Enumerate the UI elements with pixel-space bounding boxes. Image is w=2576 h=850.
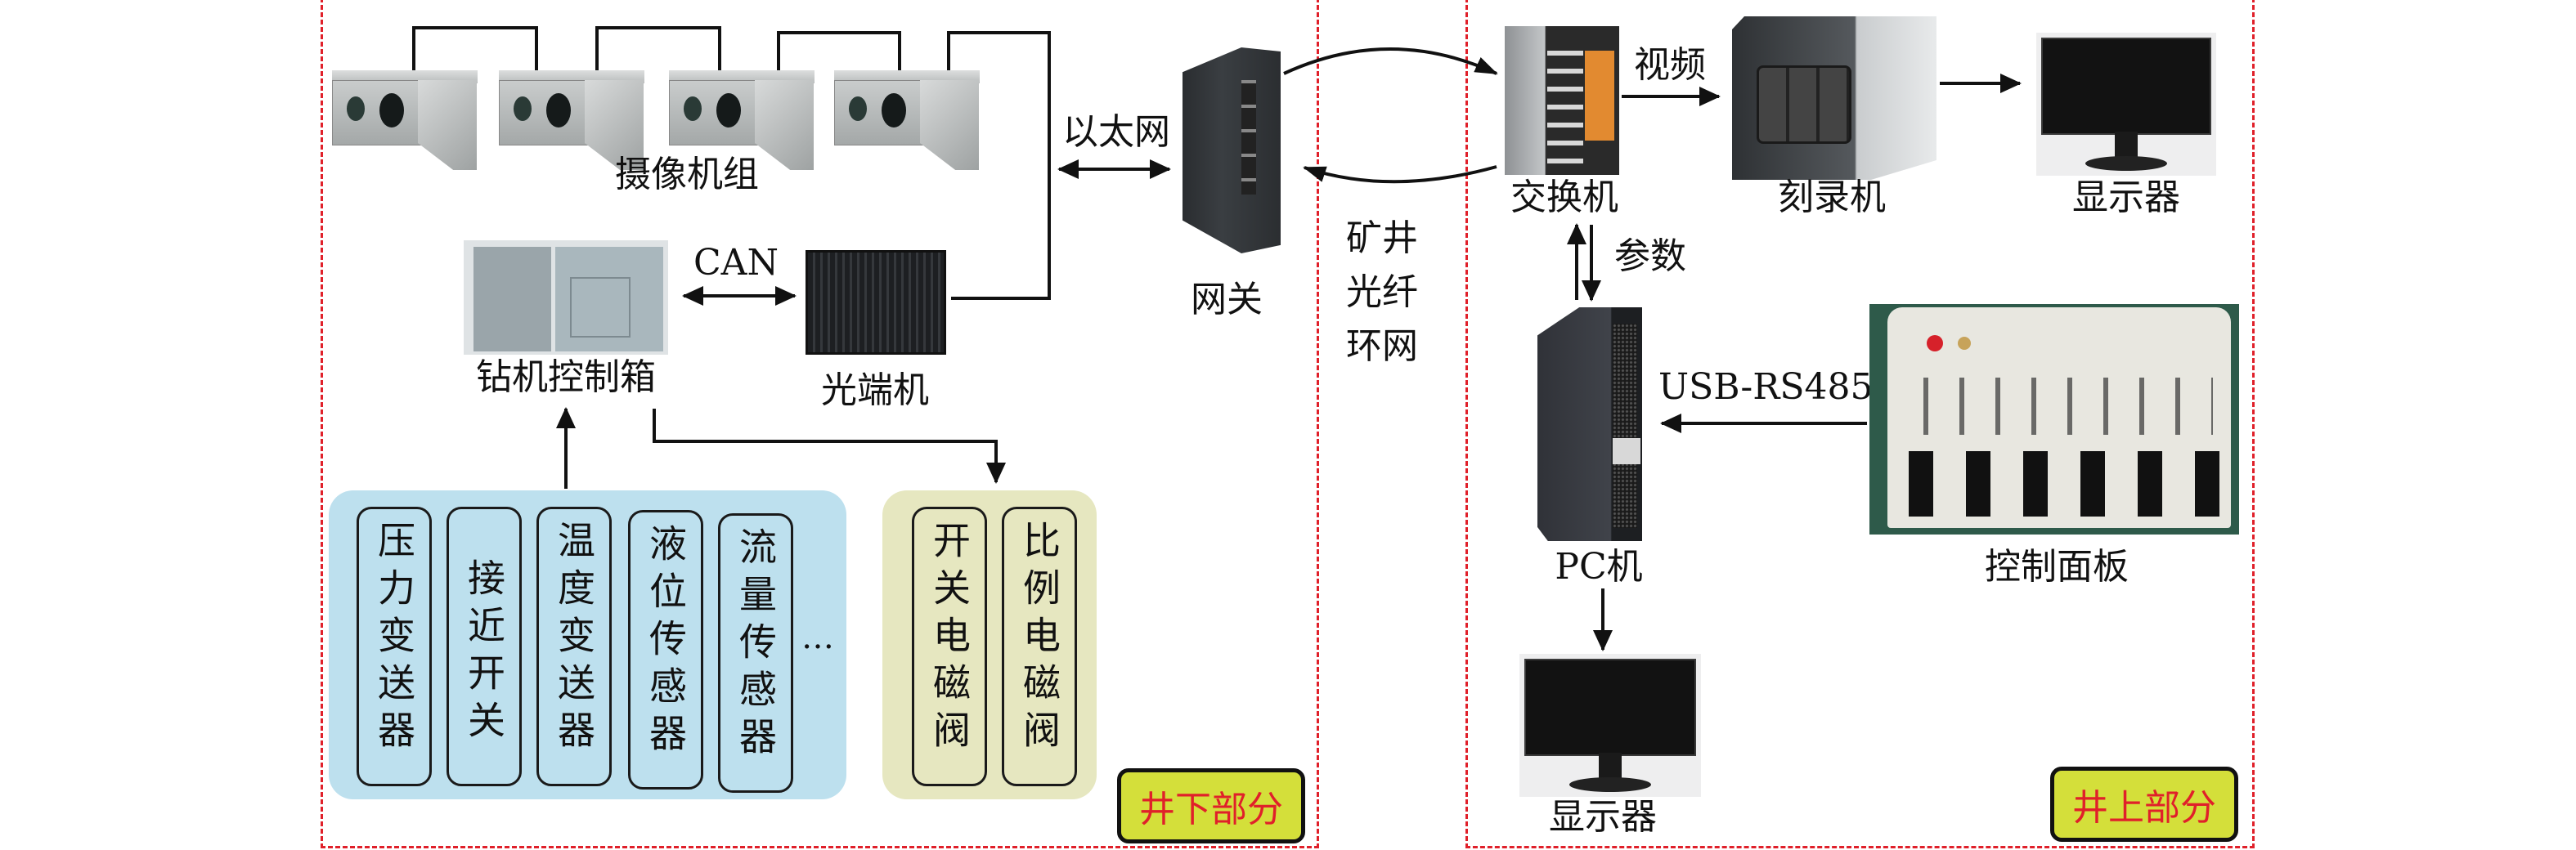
recorder-device: [1732, 16, 1936, 180]
valve-group: [882, 490, 1097, 799]
sensor-level: 液位传感器: [628, 510, 703, 790]
gateway-ports: [1241, 80, 1256, 195]
fiber-ring-label-line-1: 矿井: [1346, 217, 1418, 259]
surface-region: [1465, 0, 2255, 848]
params-label: 参数: [1614, 235, 1686, 277]
sensor-temperature-transmitter: 温度变送器: [536, 507, 612, 786]
camera-to-gateway-line: [947, 31, 1051, 300]
recorder-label: 刻录机: [1778, 177, 1886, 218]
valve-label: 开关电磁阀: [927, 521, 972, 758]
optical-terminal-device: [806, 250, 946, 355]
optical-terminal-label: 光端机: [821, 369, 929, 411]
pc-device: [1537, 307, 1642, 541]
fiber-ring-label-line-2: 光纤: [1346, 271, 1418, 313]
gateway-device: [1183, 47, 1281, 253]
valve-proportional-solenoid: 比例电磁阀: [1002, 507, 1077, 786]
camera-group-label: 摄像机组: [615, 154, 759, 195]
sensor-proximity-switch: 接近开关: [447, 507, 522, 786]
pc-label: PC机: [1555, 546, 1643, 588]
sensor-label: 压力变送器: [372, 521, 416, 758]
valve-label: 比例电磁阀: [1017, 521, 1061, 758]
monitor-top-label: 显示器: [2072, 177, 2180, 218]
ethernet-label: 以太网: [1062, 111, 1170, 153]
drill-to-valves-arrow: [653, 409, 1006, 484]
monitor-top-device: [2036, 33, 2216, 176]
sensor-pressure-transmitter: 压力变送器: [357, 507, 432, 786]
drill-control-box-device: [464, 240, 668, 355]
sensor-group: [329, 490, 846, 799]
sensor-label: 温度变送器: [552, 521, 596, 758]
underground-tag: 井下部分: [1117, 768, 1305, 843]
camera-link-2: [595, 26, 721, 80]
can-label: CAN: [693, 242, 779, 284]
control-panel-label: 控制面板: [1985, 546, 2129, 588]
camera-3: [669, 65, 816, 172]
switch-device: [1505, 26, 1619, 175]
valve-switch-solenoid: 开关电磁阀: [912, 507, 987, 786]
fiber-arc-bottom: [1303, 165, 1497, 184]
underground-region: [321, 0, 1319, 848]
recorder-bays: [1757, 65, 1851, 144]
fiber-arc-top: [1283, 47, 1498, 75]
sensor-label: 接近开关: [462, 558, 506, 748]
drill-control-box-label: 钻机控制箱: [476, 356, 656, 398]
camera-4: [834, 65, 981, 172]
camera-2: [499, 65, 646, 172]
sensors-ellipsis: …: [801, 619, 834, 656]
sensor-label: 流量传感器: [734, 527, 778, 764]
camera-link-1: [412, 26, 538, 80]
camera-link-3: [777, 31, 901, 80]
surface-tag: 井上部分: [2050, 767, 2238, 842]
switch-label: 交换机: [1510, 177, 1618, 218]
video-label: 视频: [1634, 44, 1706, 86]
gateway-label: 网关: [1191, 279, 1263, 320]
monitor-bottom-device: [1519, 654, 1701, 797]
control-panel-device: [1869, 304, 2239, 535]
sensor-flow: 流量传感器: [718, 513, 793, 793]
camera-1: [332, 65, 479, 172]
usb-rs485-label: USB-RS485: [1658, 366, 1874, 408]
fiber-ring-label-line-3: 环网: [1346, 325, 1418, 367]
sensor-label: 液位传感器: [644, 524, 688, 761]
switch-ports: [1547, 51, 1583, 165]
monitor-bottom-label: 显示器: [1549, 796, 1657, 838]
